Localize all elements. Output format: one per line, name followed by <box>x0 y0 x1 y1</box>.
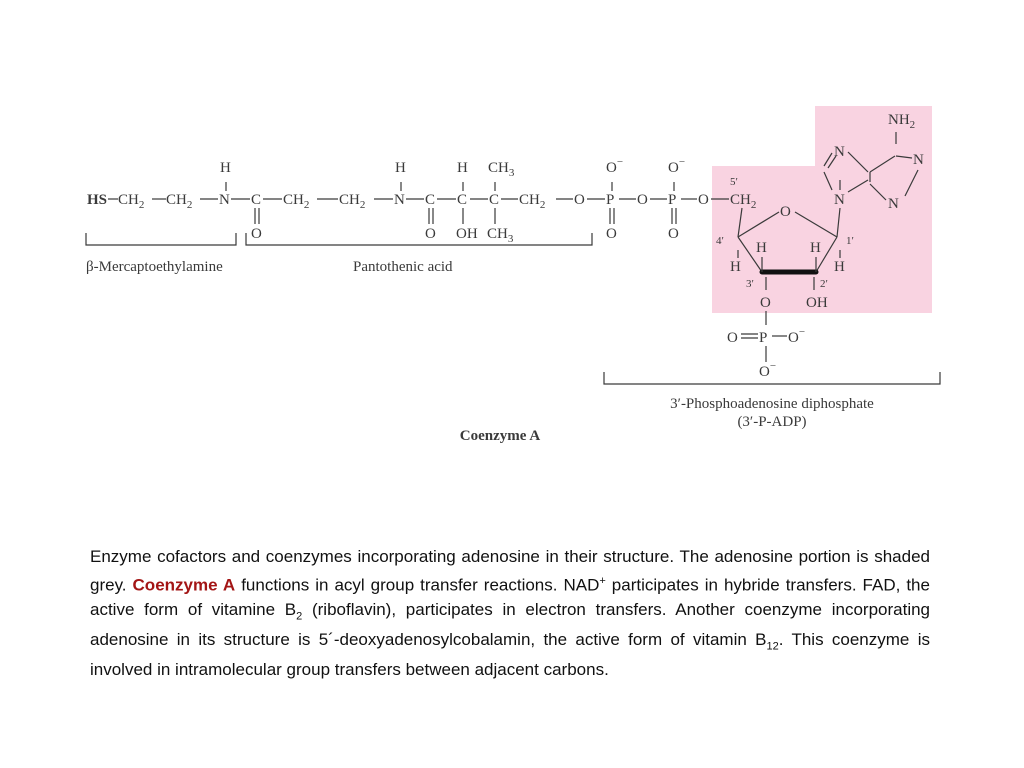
label-pantothenic-acid: Pantothenic acid <box>353 259 453 275</box>
n1: N <box>913 152 924 168</box>
n3: N <box>888 196 899 212</box>
ch2-4: CH2 <box>339 192 365 211</box>
methyl-top: CH3 <box>488 160 515 179</box>
label-padp-line2: (3′-P-ADP) <box>737 414 806 430</box>
label-2prime: 2′ <box>820 278 828 290</box>
bridge-o-3: O <box>698 192 709 208</box>
ch2-1: CH2 <box>118 192 144 211</box>
carbonyl-c-2: C <box>425 192 435 208</box>
hydroxyl: OH <box>456 226 478 242</box>
h-c3: H <box>730 259 741 275</box>
phosphate-o-minus-2: O− <box>668 156 685 176</box>
amide-n-2: N <box>394 192 405 208</box>
ring-oxygen: O <box>780 204 791 220</box>
label-padp-line1: 3′-Phosphoadenosine diphosphate <box>670 396 874 412</box>
ch2-5: CH2 <box>519 192 545 211</box>
bridge-o-2: O <box>637 192 648 208</box>
phosphate-o-1: O <box>606 226 617 242</box>
amino-group: NH2 <box>888 112 915 131</box>
label-mercaptoethylamine: β-Mercaptoethylamine <box>86 259 223 275</box>
carbonyl-c-1: C <box>251 192 261 208</box>
caption-paragraph: Enzyme cofactors and coenzymes incorpora… <box>90 547 931 680</box>
phosphorus-1: P <box>606 192 614 208</box>
bracket-padp <box>603 372 941 385</box>
ribose-ch2: CH2 <box>730 192 756 211</box>
bridge-o-1: O <box>574 192 585 208</box>
ch2-2: CH2 <box>166 192 192 211</box>
phosphate3-o-minus-right: O− <box>788 326 805 346</box>
coenzyme-a-highlight: Coenzyme A <box>132 575 236 595</box>
amide-h-1: H <box>220 160 231 176</box>
amide-h-2: H <box>395 160 406 176</box>
o-3prime: O <box>760 295 771 311</box>
label-3prime: 3′ <box>746 278 754 290</box>
label-5prime: 5′ <box>730 176 738 188</box>
ch2-3: CH2 <box>283 192 309 211</box>
diagram-title: Coenzyme A <box>460 428 541 444</box>
amide-n-1: N <box>219 192 230 208</box>
bracket-pantothenic <box>245 233 593 246</box>
phosphorus-3: P <box>759 330 767 346</box>
phosphate3-o-minus-bottom: O− <box>759 360 776 380</box>
phosphorus-2: P <box>668 192 676 208</box>
methyl-bottom: CH3 <box>487 226 514 245</box>
h-c4: H <box>756 240 767 256</box>
hs-group: HS <box>87 192 107 208</box>
bracket-mercapto <box>85 233 237 246</box>
carbonyl-o-2: O <box>425 226 436 242</box>
oh-2prime: OH <box>806 295 828 311</box>
adenosine-shade <box>712 106 932 313</box>
chiral-c: C <box>457 192 467 208</box>
phosphate-o-2: O <box>668 226 679 242</box>
h-c2: H <box>834 259 845 275</box>
label-4prime: 4′ <box>716 235 724 247</box>
carbonyl-o-1: O <box>251 226 262 242</box>
phosphate3-o-double: O <box>727 330 738 346</box>
n7: N <box>834 144 845 160</box>
n9: N <box>834 192 845 208</box>
h-c1: H <box>810 240 821 256</box>
chiral-h: H <box>457 160 468 176</box>
label-1prime: 1′ <box>846 235 854 247</box>
quaternary-c: C <box>489 192 499 208</box>
phosphate-o-minus-1: O− <box>606 156 623 176</box>
